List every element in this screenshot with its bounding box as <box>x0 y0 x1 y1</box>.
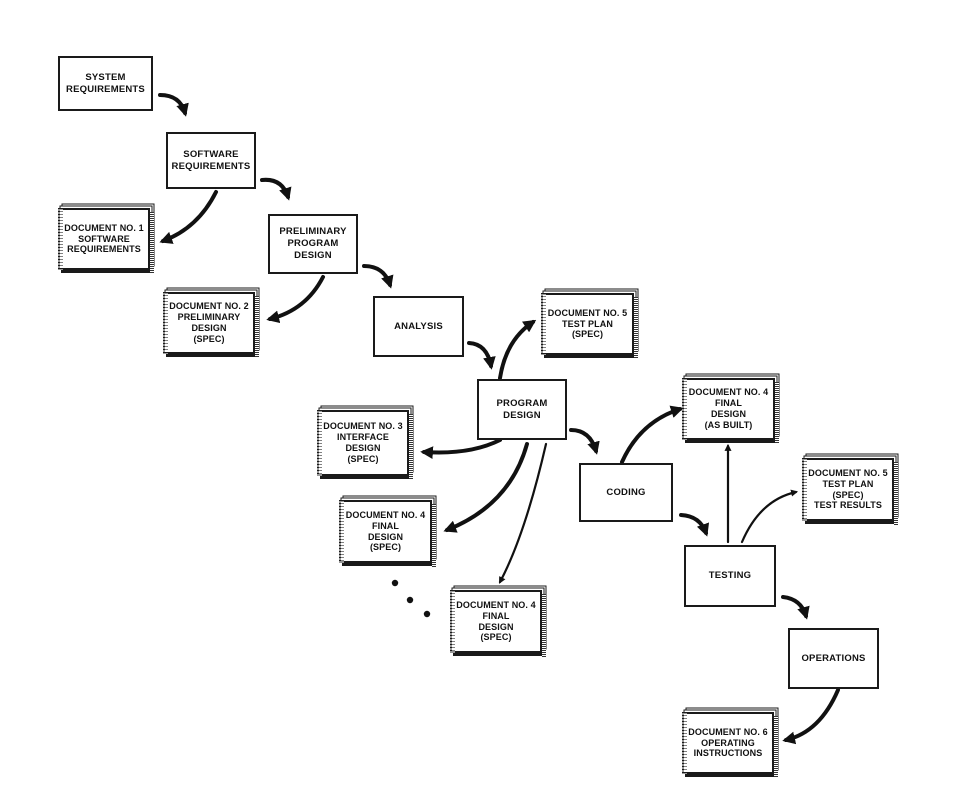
arrow-testing-to-doc5-results <box>740 489 799 544</box>
ellipsis-dot-1 <box>391 579 399 587</box>
arrow-program-design-to-doc4b <box>498 442 548 584</box>
document-5-test-results-label: DOCUMENT NO. 5 TEST PLAN (SPEC) TEST RES… <box>808 467 888 511</box>
analysis-label: ANALYSIS <box>394 320 443 332</box>
document-6-booklet: DOCUMENT NO. 6 OPERATING INSTRUCTIONS <box>682 712 778 778</box>
arrow-program-design-to-doc5 <box>498 319 537 380</box>
document-2-booklet: DOCUMENT NO. 2 PRELIMINARY DESIGN (SPEC) <box>163 292 259 358</box>
ellipsis-dot-3 <box>423 610 431 618</box>
document-2-label: DOCUMENT NO. 2 PRELIMINARY DESIGN (SPEC) <box>169 301 249 344</box>
document-5-test-plan-booklet: DOCUMENT NO. 5 TEST PLAN (SPEC) <box>541 293 638 359</box>
arrow-system-to-software <box>158 93 189 117</box>
arrow-software-to-doc1 <box>159 190 218 244</box>
coding-label: CODING <box>606 486 646 498</box>
software-requirements-label: SOFTWARE REQUIREMENTS <box>171 148 251 172</box>
document-1-label: DOCUMENT NO. 1 SOFTWARE REQUIREMENTS <box>64 222 144 255</box>
preliminary-program-design-label: PRELIMINARY PROGRAM DESIGN <box>279 226 347 261</box>
document-4-as-built-label: DOCUMENT NO. 4 FINAL DESIGN (AS BUILT) <box>688 387 769 430</box>
document-4a-label: DOCUMENT NO. 4 FINAL DESIGN (SPEC) <box>345 509 426 553</box>
document-3-booklet: DOCUMENT NO. 3 INTERFACE DESIGN (SPEC) <box>317 410 413 480</box>
arrow-preliminary-to-doc2 <box>266 275 325 324</box>
program-design-label: PROGRAM DESIGN <box>496 397 548 421</box>
document-4-booklet-a: DOCUMENT NO. 4 FINAL DESIGN (SPEC) <box>339 500 436 567</box>
system-requirements-label: SYSTEM REQUIREMENTS <box>66 71 145 95</box>
document-1-booklet: DOCUMENT NO. 1 SOFTWARE REQUIREMENTS <box>58 208 154 274</box>
testing-label: TESTING <box>708 570 752 582</box>
analysis-box: ANALYSIS <box>373 296 464 357</box>
arrow-coding-to-testing <box>679 513 710 537</box>
document-4-booklet-b: DOCUMENT NO. 4 FINAL DESIGN (SPEC) <box>450 590 546 657</box>
arrow-program-design-to-doc3 <box>420 438 502 459</box>
document-5-test-results-booklet: DOCUMENT NO. 5 TEST PLAN (SPEC) TEST RES… <box>802 458 898 525</box>
arrow-testing-to-operations <box>781 595 810 620</box>
ellipsis-dot-2 <box>406 596 414 604</box>
coding-box: CODING <box>579 463 673 522</box>
arrow-preliminary-to-analysis <box>362 264 394 289</box>
arrow-software-to-preliminary <box>260 177 292 201</box>
document-6-label: DOCUMENT NO. 6 OPERATING INSTRUCTIONS <box>688 726 768 759</box>
system-requirements-box: SYSTEM REQUIREMENTS <box>58 56 153 111</box>
software-requirements-box: SOFTWARE REQUIREMENTS <box>166 132 256 189</box>
arrow-program-design-to-doc4a <box>443 442 529 533</box>
testing-box: TESTING <box>684 545 776 607</box>
arrow-program-design-to-coding <box>569 428 600 455</box>
arrow-operations-to-doc6 <box>782 688 840 745</box>
operations-box: OPERATIONS <box>788 628 879 689</box>
preliminary-program-design-box: PRELIMINARY PROGRAM DESIGN <box>268 214 358 274</box>
operations-label: OPERATIONS <box>801 652 866 664</box>
document-4-as-built-booklet: DOCUMENT NO. 4 FINAL DESIGN (AS BUILT) <box>682 378 779 444</box>
document-3-label: DOCUMENT NO. 3 INTERFACE DESIGN (SPEC) <box>323 421 403 464</box>
document-5-test-plan-label: DOCUMENT NO. 5 TEST PLAN (SPEC) <box>547 307 628 340</box>
document-4b-label: DOCUMENT NO. 4 FINAL DESIGN (SPEC) <box>456 599 536 643</box>
program-design-box: PROGRAM DESIGN <box>477 379 567 440</box>
arrow-analysis-to-program-design <box>467 341 496 370</box>
arrow-coding-to-doc4-as-built <box>620 405 684 464</box>
